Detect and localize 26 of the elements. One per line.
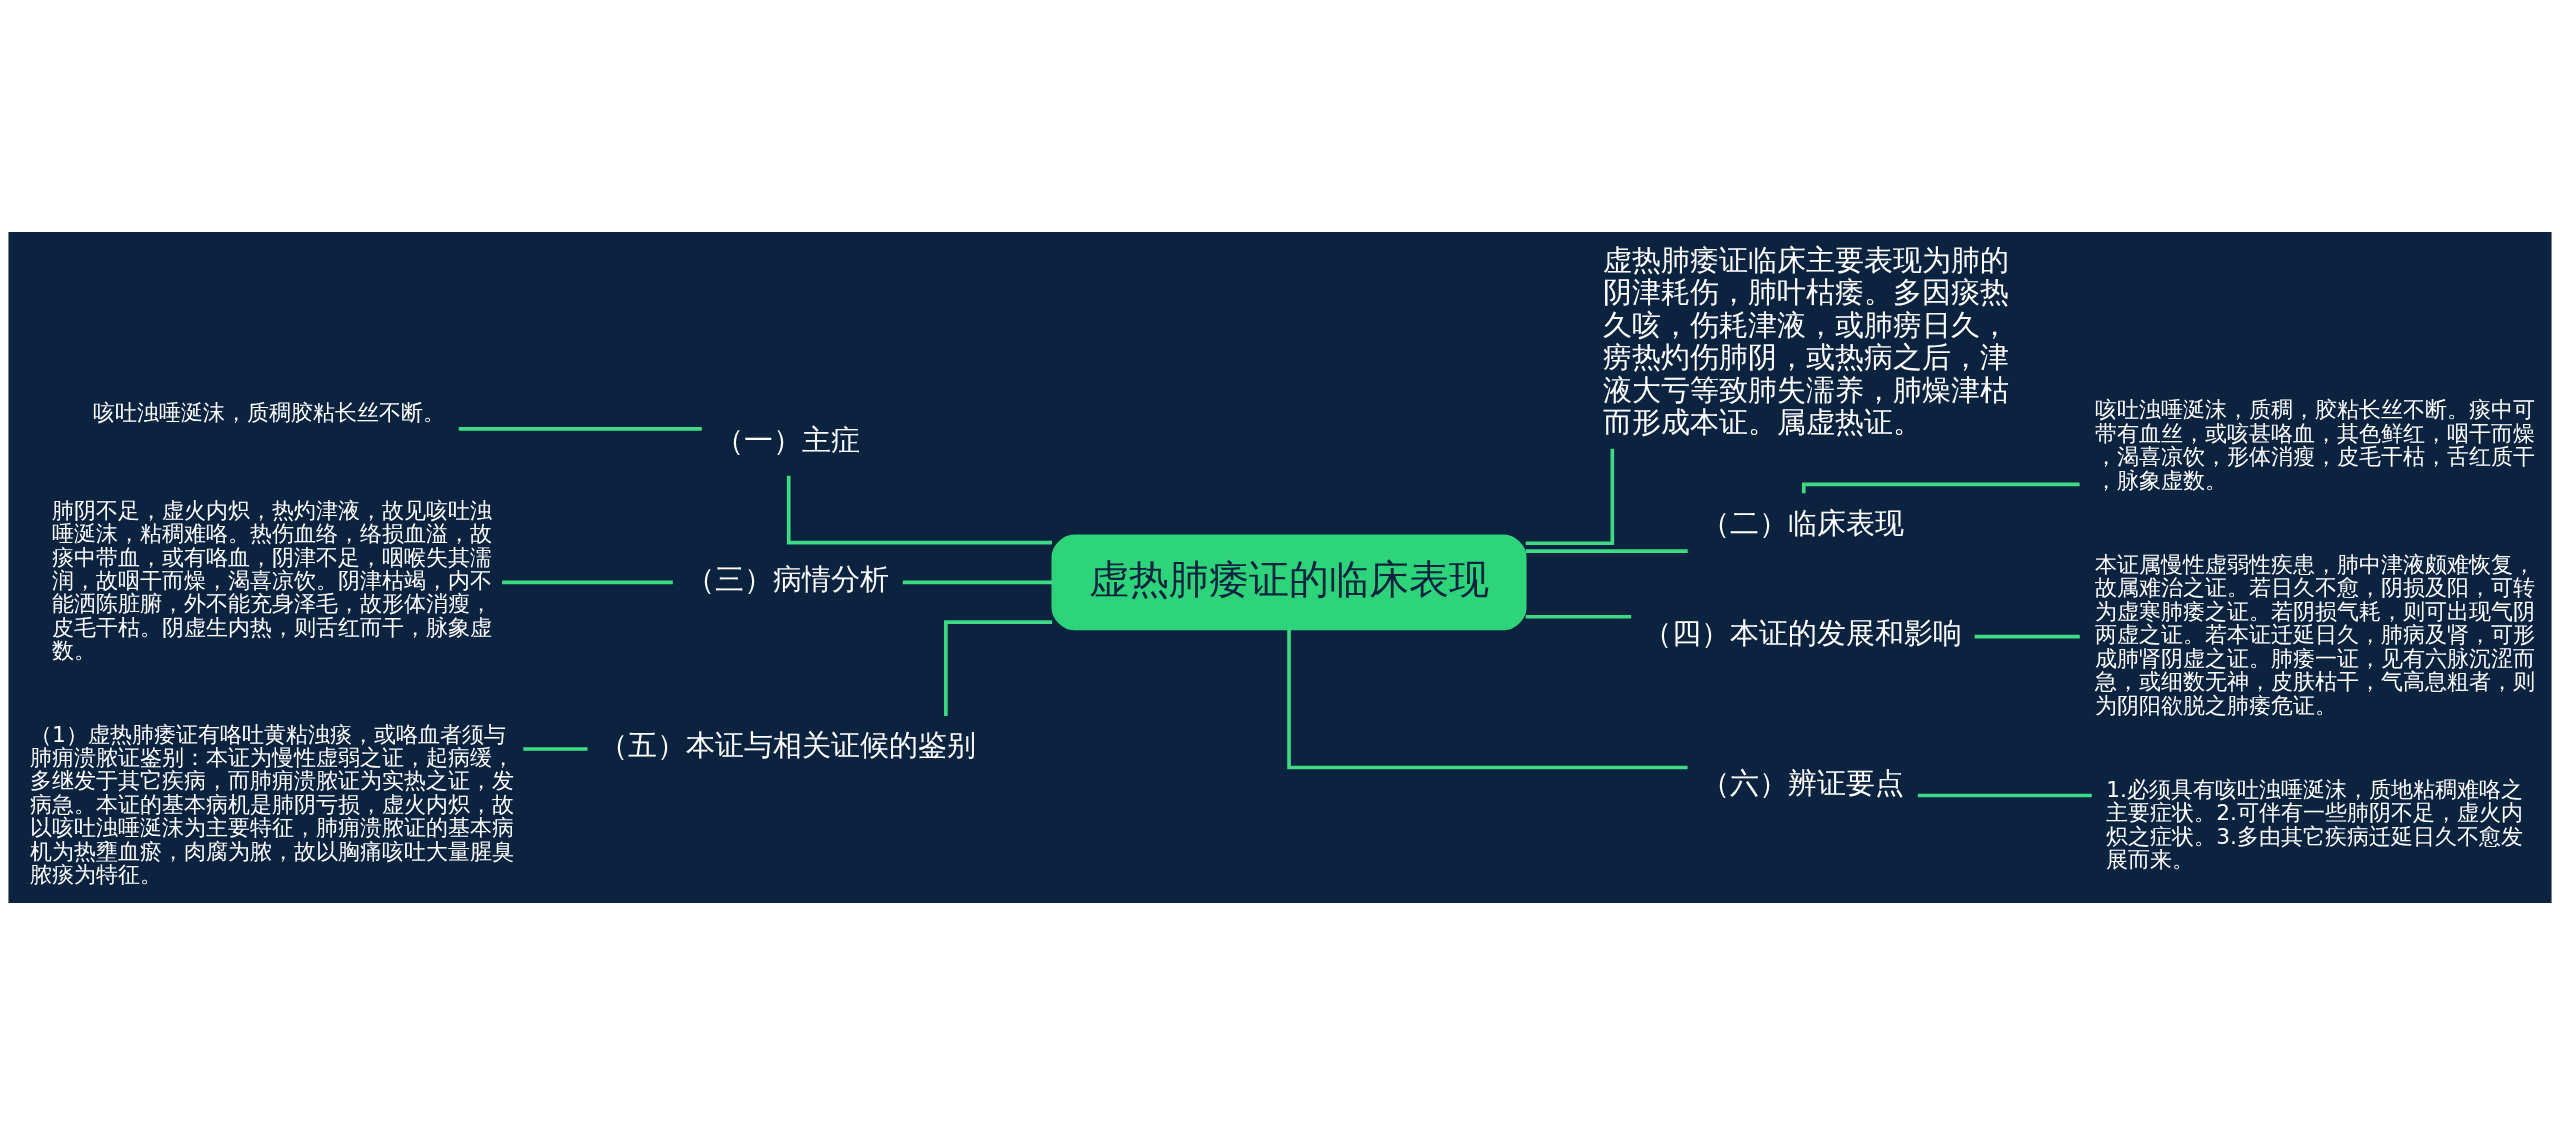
connector — [1525, 614, 1632, 619]
connector — [786, 475, 1053, 544]
connector — [1974, 634, 2080, 638]
node-text: 本证属慢性虚弱性疾患，肺中津液颇难恢复，故属难治之证。若日久不愈，阴损及阳，可转为虚寒肺痿之证。若阴损气耗，则可出现气阴两虚之证。若本证迁延日久，肺病及肾，可形成肺肾阴虚之证。肺痿一证，见有六脉沉涩而急，或细数无神，皮肤枯干，气高息粗者，则为阴阳欲脱之肺痿危证。 — [2094, 551, 2535, 718]
node-text: （一）主症 — [715, 422, 861, 457]
node-box: 虚热肺痿证的临床表现 — [1051, 534, 1527, 630]
node-text: 1.必须具有咳吐浊唾涎沫，质地粘稠难咯之主要症状。2.可伴有一些肺阴不足，虚火内炽之症状。3.多由其它疾病迁延日久不愈发展而来。 — [2106, 776, 2523, 872]
node-text: 咳吐浊唾涎沫，质稠胶粘长丝不断。 — [93, 399, 446, 425]
node-text: 肺阴不足，虚火内炽，热灼津液，故见咳吐浊唾涎沫，粘稠难咯。热伤血络，络损血溢，故痰中带血，或有咯血，阴津不足，咽喉失其濡润，故咽干而燥，渴喜凉饮。阴津枯竭，内不能洒陈脏腑，外不能充身泽毛，故形体消瘦，皮毛干枯。阴虚生内热，则舌红而干，脉象虚数。 — [51, 497, 492, 663]
connector — [502, 580, 673, 584]
connector — [1917, 793, 2092, 797]
connector — [944, 619, 1053, 716]
node-text: （二）临床表现 — [1701, 505, 1905, 540]
connector — [902, 580, 1053, 584]
node-text: （1）虚热肺痿证有咯吐黄粘浊痰，或咯血者须与肺痈溃脓证鉴别：本证为慢性虚弱之证，起病缓，多继发于其它疾病，而肺痈溃脓证为实热之证，发病急。本证的基本病机是肺阴亏损，虚火内炽，故以咳吐浊唾涎沫为主要特征，肺痈溃脓证的基本病机为热壅血瘀，肉腐为脓，故以胸痛咳吐大量腥臭脓痰为特征。 — [30, 721, 515, 887]
connector — [1525, 548, 1688, 553]
connector — [523, 746, 588, 751]
connector — [458, 426, 702, 431]
node-text: （五）本证与相关证候的鉴别 — [599, 727, 977, 762]
node-text: （六）辨证要点 — [1701, 765, 1905, 800]
node-text: （四）本证的发展和影响 — [1643, 615, 1963, 650]
node-text: 咳吐浊唾涎沫，质稠，胶粘长丝不断。痰中可带有血丝，或咳甚咯血，其色鲜红，咽干而燥，渴喜凉饮，形体消瘦，皮毛干枯，舌红质干，脉象虚数。 — [2094, 396, 2535, 493]
connector — [1287, 629, 1688, 769]
connector — [1525, 448, 1615, 545]
node-text: （三）病情分析 — [686, 561, 890, 596]
node-text: 虚热肺痿证临床主要表现为肺的阴津耗伤，肺叶枯痿。多因痰热久咳，伤耗津液，或肺痨日久，痨热灼伤肺阴，或热病之后，津液大亏等致肺失濡养，肺燥津枯而形成本证。属虚热证。 — [1603, 242, 2010, 439]
